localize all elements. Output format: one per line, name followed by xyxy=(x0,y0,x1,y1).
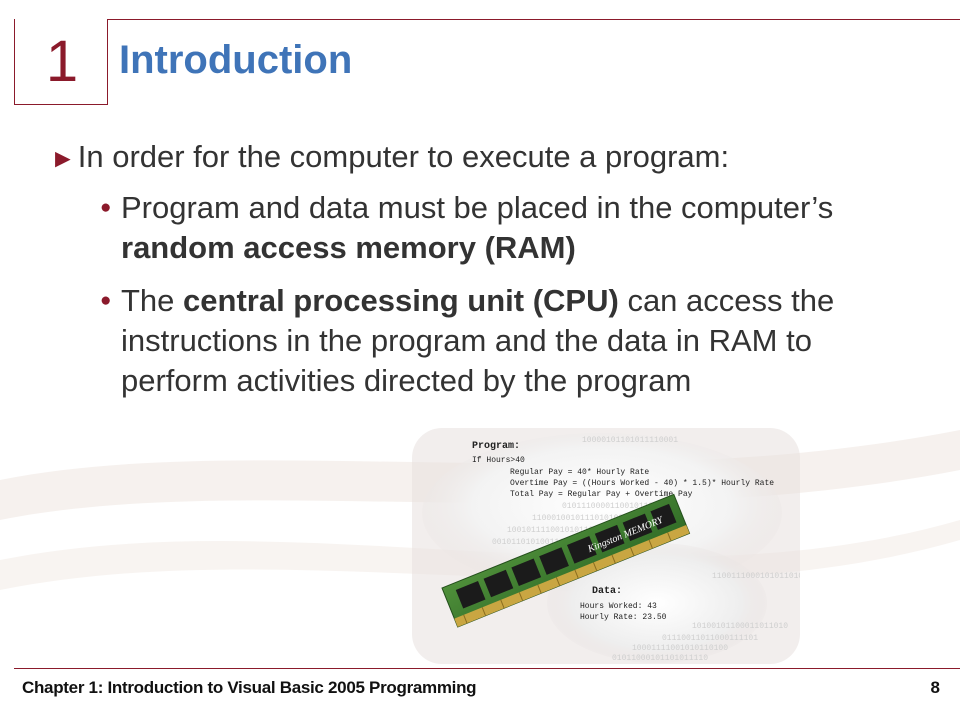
bullet-bold-term: central processing unit (CPU) xyxy=(183,283,619,318)
chapter-number: 1 xyxy=(45,29,79,94)
memory-illustration: 10000101101011110001 01011100001100101101… xyxy=(412,428,800,664)
data-line: Hourly Rate: 23.50 xyxy=(580,613,667,622)
intro-line: ►In order for the computer to execute a … xyxy=(50,138,729,175)
program-line: If Hours>40 xyxy=(472,456,525,465)
binary-row: 11000100101110101001 xyxy=(532,514,628,523)
footer-chapter-title: Chapter 1: Introduction to Visual Basic … xyxy=(22,678,477,697)
bullet-text: The xyxy=(121,283,184,318)
chapter-number-box: 1 xyxy=(14,19,108,105)
program-code: Program: If Hours>40 Regular Pay = 40* H… xyxy=(472,441,774,499)
data-values: Data: Hours Worked: 43 Hourly Rate: 23.5… xyxy=(580,586,667,622)
bullet-text: Program and data must be placed in the c… xyxy=(121,190,834,225)
footer-rule xyxy=(14,668,960,669)
intro-text: In order for the computer to execute a p… xyxy=(77,139,730,174)
bullet-list: ● Program and data must be placed in the… xyxy=(100,188,890,414)
binary-row: 10100101100011011010 xyxy=(692,622,788,631)
program-line: Total Pay = Regular Pay + Overtime Pay xyxy=(510,490,693,499)
memory-module: Kingston MEMORY xyxy=(441,493,691,628)
binary-background: 10000101101011110001 01011100001100101101… xyxy=(492,436,800,663)
data-heading: Data: xyxy=(592,586,622,597)
program-line: Overtime Pay = ((Hours Worked - 40) * 1.… xyxy=(510,479,774,488)
data-line: Hours Worked: 43 xyxy=(580,602,657,611)
binary-row: 01110011011000111101 xyxy=(662,634,758,643)
bullet-item-ram: ● Program and data must be placed in the… xyxy=(100,188,890,268)
binary-row: 11001110001010110101 xyxy=(712,572,800,581)
top-rule xyxy=(14,19,960,20)
bullet-item-cpu: ● The central processing unit (CPU) can … xyxy=(100,281,890,401)
page-number: 8 xyxy=(930,678,940,697)
bullet-bold-term: random access memory (RAM) xyxy=(121,230,576,265)
bullet-dot-icon: ● xyxy=(100,197,112,218)
program-heading: Program: xyxy=(472,441,520,452)
binary-row: 10001111001010110100 xyxy=(632,644,728,653)
binary-row: 10000101101011110001 xyxy=(582,436,678,445)
program-line: Regular Pay = 40* Hourly Rate xyxy=(510,468,649,477)
binary-row: 01011100001100101101 xyxy=(562,502,658,511)
bullet-text-after: can access the instructions in the progr… xyxy=(121,283,835,398)
slide-title: Introduction xyxy=(119,38,353,82)
right-pointer-icon: ► xyxy=(50,143,76,173)
bullet-dot-icon: ● xyxy=(100,290,112,311)
binary-row: 00101101010011101011 xyxy=(492,538,588,547)
binary-row: 01011000101101011110 xyxy=(612,654,708,663)
binary-row: 10010111100101011011 xyxy=(507,526,603,535)
